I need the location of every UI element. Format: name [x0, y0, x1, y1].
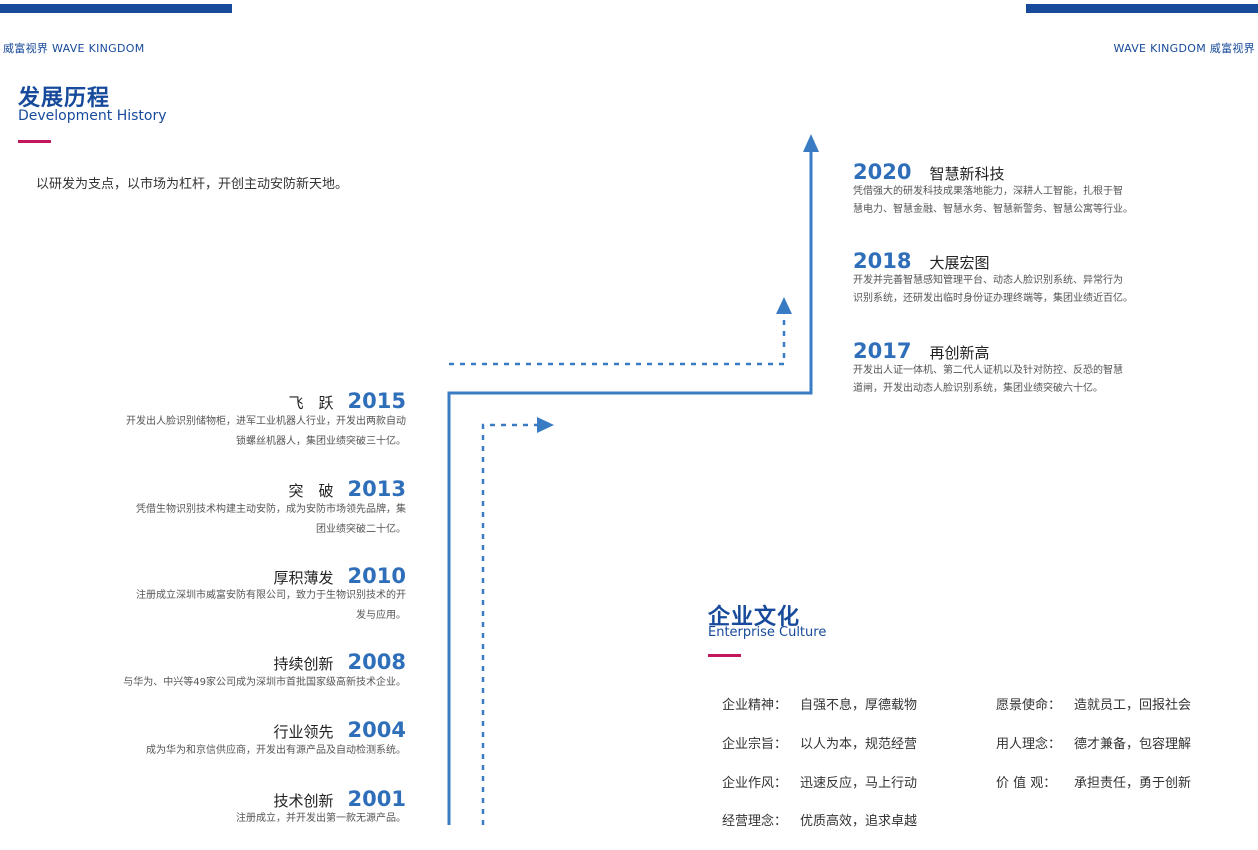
culture-value: 承担责任，勇于创新 — [1074, 776, 1192, 791]
event-2020-desc-line: 慧电力、智慧金融、智慧水务、智慧新警务、智慧公寓等行业。 — [853, 204, 1133, 215]
culture-value: 德才兼备，包容理解 — [1074, 737, 1192, 752]
culture-accent-line — [708, 654, 741, 657]
event-2001-desc: 注册成立，并开发出第一款无源产品。 — [76, 809, 406, 829]
event-2017: 2017 再创新高 — [853, 339, 989, 363]
event-2001-desc-line: 注册成立，并开发出第一款无源产品。 — [236, 813, 406, 824]
culture-value: 优质高效，追求卓越 — [800, 814, 918, 829]
event-2018-year: 2018 — [853, 249, 912, 273]
event-2013-desc: 凭借生物识别技术构建主动安防，成为安防市场领先品牌，集 团业绩突破二十亿。 — [76, 500, 406, 540]
culture-label: 经营理念： — [722, 814, 788, 829]
event-2008-desc-line: 与华为、中兴等49家公司成为深圳市首批国家级高新技术企业。 — [123, 677, 406, 688]
event-2008-name: 持续创新 — [273, 655, 334, 673]
timeline-dotted-upper-arrowhead — [776, 297, 792, 314]
event-2013-desc-line: 团业绩突破二十亿。 — [316, 524, 406, 535]
history-intro: 以研发为支点，以市场为杠杆，开创主动安防新天地。 — [36, 177, 349, 192]
event-2018-desc-line: 识别系统，还研发出临时身份证办理终端等，集团业绩近百亿。 — [853, 293, 1133, 304]
event-2004-year: 2004 — [347, 718, 406, 742]
event-2018: 2018 大展宏图 — [853, 249, 989, 273]
event-2013-year: 2013 — [347, 477, 406, 501]
timeline-dotted-upper — [449, 314, 786, 366]
culture-label: 愿景使命： — [996, 698, 1062, 713]
event-2010-desc: 注册成立深圳市威富安防有限公司，致力于生物识别技术的开 发与应用。 — [76, 586, 406, 626]
culture-value: 迅速反应，马上行动 — [800, 776, 918, 791]
culture-label: 用人理念： — [996, 737, 1062, 752]
event-2010-desc-line: 注册成立深圳市威富安防有限公司，致力于生物识别技术的开 — [136, 590, 406, 601]
culture-item-vision: 愿景使命： 造就员工，回报社会 — [996, 694, 1191, 713]
event-2018-name: 大展宏图 — [929, 254, 990, 272]
culture-value: 以人为本，规范经营 — [800, 737, 918, 752]
culture-label: 价 值 观： — [996, 776, 1057, 791]
culture-label: 企业作风： — [722, 776, 788, 791]
event-2020: 2020 智慧新科技 — [853, 160, 1004, 184]
event-2001-year: 2001 — [347, 787, 406, 811]
culture-item-philosophy: 经营理念： 优质高效，追求卓越 — [722, 810, 917, 829]
event-2018-desc: 开发并完善智慧感知管理平台、动态人脸识别系统、异常行为 识别系统，还研发出临时身… — [853, 272, 1143, 308]
culture-value: 造就员工，回报社会 — [1074, 698, 1192, 713]
timeline-dotted-lower — [481, 423, 538, 825]
event-2018-desc-line: 开发并完善智慧感知管理平台、动态人脸识别系统、异常行为 — [853, 275, 1123, 286]
culture-item-purpose: 企业宗旨： 以人为本，规范经营 — [722, 733, 917, 752]
event-2001-name: 技术创新 — [273, 792, 334, 810]
event-2013: 突 破 2013 — [289, 477, 406, 501]
event-2004-desc-line: 成为华为和京信供应商，开发出有源产品及自动检测系统。 — [146, 745, 406, 756]
event-2015-desc-line: 锁螺丝机器人，集团业绩突破三十亿。 — [236, 436, 406, 447]
event-2015-desc: 开发出人脸识别储物柜，进军工业机器人行业，开发出两款自动 锁螺丝机器人，集团业绩… — [76, 412, 406, 452]
event-2017-name: 再创新高 — [929, 344, 990, 362]
event-2017-desc-line: 道闸，开发出动态人脸识别系统，集团业绩突破六十亿。 — [853, 383, 1103, 394]
event-2004-desc: 成为华为和京信供应商，开发出有源产品及自动检测系统。 — [76, 741, 406, 761]
event-2020-name: 智慧新科技 — [929, 165, 1005, 183]
event-2013-name: 突 破 — [288, 482, 334, 500]
event-2010-name: 厚积薄发 — [273, 569, 334, 587]
event-2015-desc-line: 开发出人脸识别储物柜，进军工业机器人行业，开发出两款自动 — [126, 416, 406, 427]
event-2017-desc: 开发出人证一体机、第二代人证机以及针对防控、反恐的智慧 道闸，开发出动态人脸识别… — [853, 362, 1143, 398]
top-bar-left — [0, 4, 232, 13]
timeline-dotted-lower-arrowhead — [537, 417, 554, 433]
history-title: 发展历程 — [18, 86, 111, 111]
history-accent-line — [18, 140, 51, 143]
event-2015-name: 飞 跃 — [288, 394, 334, 412]
culture-label: 企业精神： — [722, 698, 788, 713]
timeline-main-arrowhead — [803, 134, 819, 152]
event-2004: 行业领先 2004 — [274, 718, 406, 742]
event-2010-year: 2010 — [347, 564, 406, 588]
event-2017-desc-line: 开发出人证一体机、第二代人证机以及针对防控、反恐的智慧 — [853, 365, 1123, 376]
event-2020-desc: 凭借强大的研发科技成果落地能力，深耕人工智能，扎根于智 慧电力、智慧金融、智慧水… — [853, 183, 1143, 219]
culture-label: 企业宗旨： — [722, 737, 788, 752]
event-2004-name: 行业领先 — [273, 723, 334, 741]
event-2008: 持续创新 2008 — [274, 650, 406, 674]
culture-value: 自强不息，厚德载物 — [800, 698, 918, 713]
culture-title: 企业文化 — [708, 605, 801, 630]
event-2013-desc-line: 凭借生物识别技术构建主动安防，成为安防市场领先品牌，集 — [136, 504, 406, 515]
culture-item-style: 企业作风： 迅速反应，马上行动 — [722, 772, 917, 791]
culture-item-values: 价 值 观： 承担责任，勇于创新 — [996, 772, 1191, 791]
brand-right: WAVE KINGDOM 威富视界 — [1113, 42, 1255, 55]
event-2020-desc-line: 凭借强大的研发科技成果落地能力，深耕人工智能，扎根于智 — [853, 186, 1123, 197]
history-subtitle: Development History — [18, 108, 167, 124]
event-2001: 技术创新 2001 — [274, 787, 406, 811]
event-2015-year: 2015 — [347, 389, 406, 413]
brand-left: 威富视界 WAVE KINGDOM — [3, 42, 145, 55]
culture-item-spirit: 企业精神： 自强不息，厚德载物 — [722, 694, 917, 713]
event-2010: 厚积薄发 2010 — [274, 564, 406, 588]
timeline-main-line — [447, 150, 813, 825]
event-2008-year: 2008 — [347, 650, 406, 674]
event-2017-year: 2017 — [853, 339, 912, 363]
event-2015: 飞 跃 2015 — [289, 389, 406, 413]
culture-subtitle: Enterprise Culture — [708, 625, 827, 640]
event-2020-year: 2020 — [853, 160, 912, 184]
event-2010-desc-line: 发与应用。 — [356, 610, 406, 621]
culture-item-talent: 用人理念： 德才兼备，包容理解 — [996, 733, 1191, 752]
top-bar-right — [1026, 4, 1258, 13]
event-2008-desc: 与华为、中兴等49家公司成为深圳市首批国家级高新技术企业。 — [76, 673, 406, 693]
